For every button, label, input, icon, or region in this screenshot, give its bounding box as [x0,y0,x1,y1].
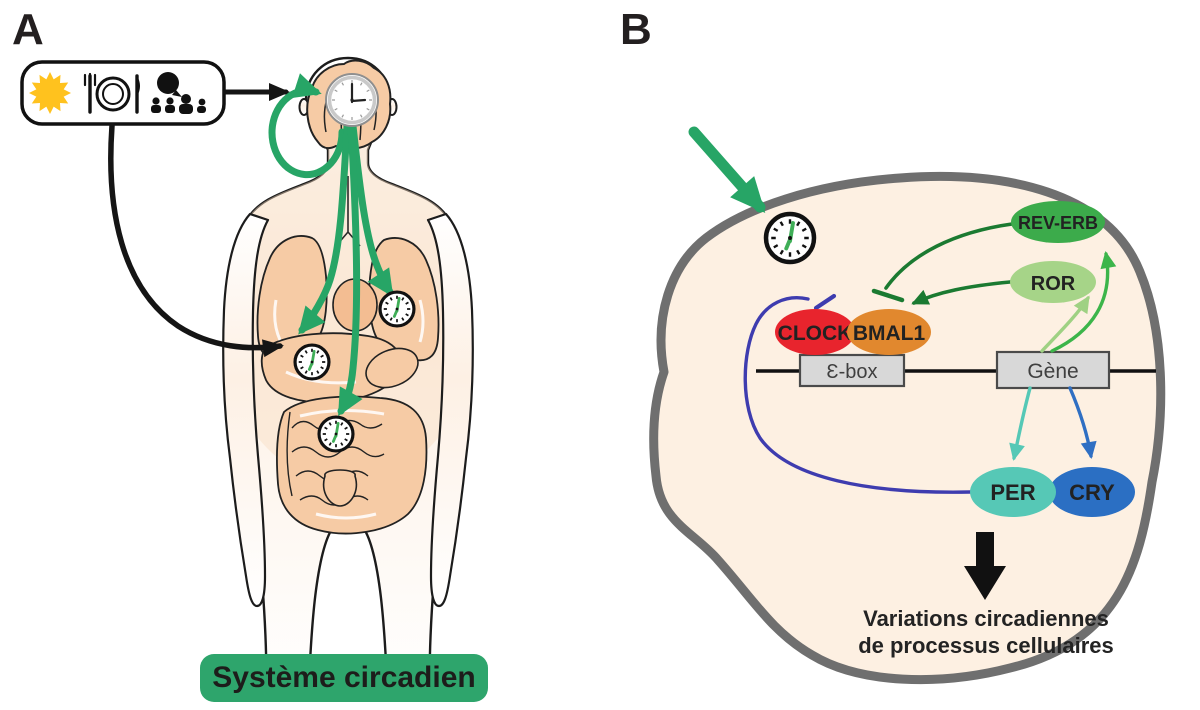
liver-clock-icon [293,343,331,381]
gene-to-per-arrow [1009,386,1032,461]
reverb-inhibition-tbar [871,288,905,303]
node-per: PER [970,467,1056,517]
system-label: Système circadien [200,654,488,702]
node-bmal1: BMAL1 [847,309,931,355]
ebox-element: Ɛ-box [798,353,906,388]
panel-a-label: A [12,5,44,54]
gene-to-ror-arrow [1040,295,1090,353]
social-icon [151,72,206,114]
percry-inhibition-tbar [813,293,837,311]
system-label-bg [200,654,488,702]
brain-to-liver-arrow [298,122,351,335]
panel-a: A [12,5,488,702]
reverb-label: REV-ERB [1018,213,1098,233]
ebox-label: Ɛ-box [827,361,878,383]
master-clock-outputs [268,73,394,417]
panel-b: B Ɛ-box Gène CLOCK BMAL [620,5,1166,685]
bmal1-label: BMAL1 [853,322,926,345]
outcome-line2: de processus cellulaires [858,633,1114,658]
percry-inhibits-clockbmal1 [743,296,972,494]
brain-clock-icon [324,72,380,128]
clock-label: CLOCK [778,322,853,345]
cry-label: CRY [1069,480,1115,505]
external-cues-box [20,60,226,126]
node-ror: ROR [1010,261,1096,303]
node-cry: CRY [1049,467,1135,517]
node-clock: CLOCK [775,309,855,355]
gut-clock-icon [317,415,355,453]
gene-element: Gène [995,350,1111,390]
intestines [275,395,428,535]
per-label: PER [990,480,1035,505]
node-reverb: REV-ERB [1011,201,1105,243]
brain-self-loop-arrow [268,73,346,179]
ror-activates-bmal1 [911,280,1012,305]
sun-icon [29,72,71,114]
meal-icon [83,72,140,114]
right-arm [426,212,474,608]
cues-to-liver-arrow [108,123,284,358]
outcome-line1: Variations circadiennes [863,606,1109,631]
gene-to-cry-arrow [1068,386,1097,459]
brain-to-heart-arrow [349,122,394,297]
ror-label: ROR [1031,273,1076,295]
panel-b-label: B [620,5,652,54]
reverb-inhibits-bmal1 [884,222,1014,290]
stomach [365,347,419,389]
brain-to-gut-arrow [337,122,363,417]
gene-to-reverb-arrow [1050,251,1117,353]
heart-clock-icon [378,290,416,328]
organ-highlights [273,299,425,520]
entrainment-input-arrow [688,126,766,214]
bladder [322,469,358,507]
gene-label: Gène [1027,360,1078,383]
down-arrow-icon [964,532,1006,600]
cell-clock-icon [766,214,814,262]
system-label-text: Système circadien [212,661,475,694]
